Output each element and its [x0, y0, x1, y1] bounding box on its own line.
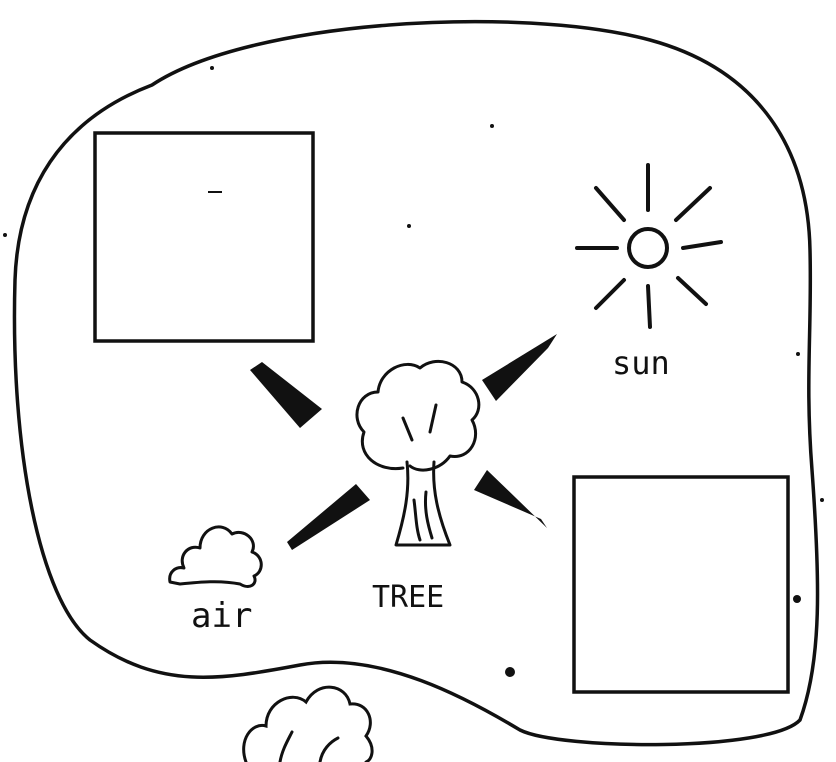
air-label: air: [191, 596, 252, 636]
arrow-icon: [482, 334, 557, 401]
arrow-icon: [287, 484, 370, 550]
answer-box-bottom-right: [574, 477, 788, 692]
answer-box-top-left: [95, 133, 313, 341]
tree-icon: [357, 361, 479, 545]
tree-label: TREE: [372, 580, 444, 615]
bush-icon: [244, 687, 372, 762]
blob-outline: [14, 22, 817, 745]
cloud-icon: [170, 527, 262, 586]
arrow-icon: [250, 362, 322, 428]
arrow-icon: [474, 470, 547, 528]
sun-icon: [577, 165, 721, 327]
sun-label: sun: [612, 344, 670, 382]
